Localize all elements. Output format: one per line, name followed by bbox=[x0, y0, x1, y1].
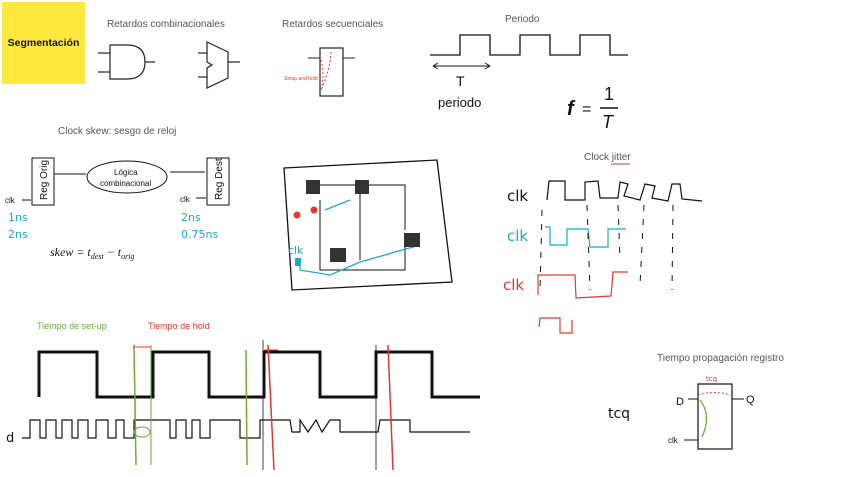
comb-delays-title: Retardos combinacionales bbox=[107, 19, 225, 30]
period-word: periodo bbox=[438, 95, 481, 110]
clk-dest-label: clk bbox=[180, 195, 191, 204]
jitter-clk-cyan: clk bbox=[507, 227, 528, 245]
frequency-formula: f = 1 T bbox=[567, 84, 618, 132]
skew-formula: skew = tdest − torig bbox=[50, 245, 134, 261]
prop-tcq-black: tcq bbox=[608, 406, 630, 422]
freq-num: 1 bbox=[604, 84, 614, 104]
adder-drawing bbox=[198, 41, 240, 89]
setup-label: Tiempo de set-up bbox=[37, 321, 107, 331]
jitter-title: Clock jitter bbox=[584, 152, 631, 163]
logic-label-1: Lógica bbox=[114, 168, 138, 177]
reg-orig-label: Reg Orig bbox=[39, 160, 50, 200]
setup-hold-note: Setup and hold bbox=[284, 76, 318, 82]
dest-time-1: 2ns bbox=[181, 211, 201, 224]
skew-arrows bbox=[22, 171, 206, 201]
skew-orig: orig bbox=[121, 252, 134, 261]
jitter-clk-black: clk bbox=[507, 187, 528, 205]
prop-register bbox=[697, 383, 733, 450]
page-title: Segmentación bbox=[7, 37, 80, 49]
skew-minus: − t bbox=[104, 245, 122, 259]
prop-title: Tiempo propagación registro bbox=[657, 353, 784, 364]
prop-clk: clk bbox=[668, 436, 679, 445]
setup-hold-clock bbox=[37, 350, 480, 399]
freq-eq: = bbox=[582, 101, 591, 118]
period-arrow bbox=[432, 62, 491, 70]
jitter-clock-black bbox=[546, 180, 703, 202]
board-clk-label: clk bbox=[288, 244, 304, 257]
and-gate-drawing bbox=[98, 44, 155, 80]
circuit-board-sketch bbox=[283, 159, 453, 291]
skew-title: Clock skew: sesgo de reloj bbox=[58, 126, 176, 137]
jitter-dashed-guides bbox=[539, 204, 674, 291]
prop-wires bbox=[684, 398, 744, 441]
jitter-clk-red: clk bbox=[503, 276, 524, 294]
flipflop-drawing bbox=[308, 47, 355, 97]
prop-green-arrow bbox=[699, 399, 708, 438]
prop-D: D bbox=[676, 396, 684, 408]
logic-cloud bbox=[86, 160, 168, 194]
prop-tcq-red: tcq bbox=[706, 375, 717, 383]
seq-delays-title: Retardos secuenciales bbox=[282, 19, 383, 30]
dest-time-2: 0.75ns bbox=[181, 228, 218, 241]
title-box: Segmentación bbox=[2, 2, 85, 84]
logic-label-2: combinacional bbox=[100, 179, 151, 188]
freq-den: T bbox=[602, 112, 615, 132]
clk-orig-label: clk bbox=[5, 196, 16, 205]
period-clock-wave bbox=[430, 34, 628, 56]
jitter-clock-red bbox=[537, 271, 628, 334]
setup-hold-markers bbox=[133, 340, 394, 471]
skew-formula-main: skew = t bbox=[50, 245, 91, 259]
period-T: T bbox=[456, 73, 465, 89]
d-signal-wave bbox=[22, 418, 470, 439]
reg-dest-box bbox=[206, 157, 230, 206]
skew-dest: dest bbox=[91, 252, 105, 261]
jitter-clock-cyan bbox=[545, 226, 626, 248]
orig-time-2: 2ns bbox=[8, 228, 28, 241]
freq-f: f bbox=[567, 98, 576, 120]
reg-dest-label: Reg Dest bbox=[214, 158, 225, 200]
hold-label: Tiempo de hold bbox=[148, 321, 210, 331]
prop-dotted-arrow bbox=[697, 392, 731, 396]
orig-time-1: 1ns bbox=[8, 211, 28, 224]
reg-orig-box bbox=[31, 157, 55, 206]
period-title: Periodo bbox=[505, 14, 540, 25]
prop-Q: Q bbox=[746, 394, 755, 406]
d-signal-label: d bbox=[6, 431, 14, 446]
